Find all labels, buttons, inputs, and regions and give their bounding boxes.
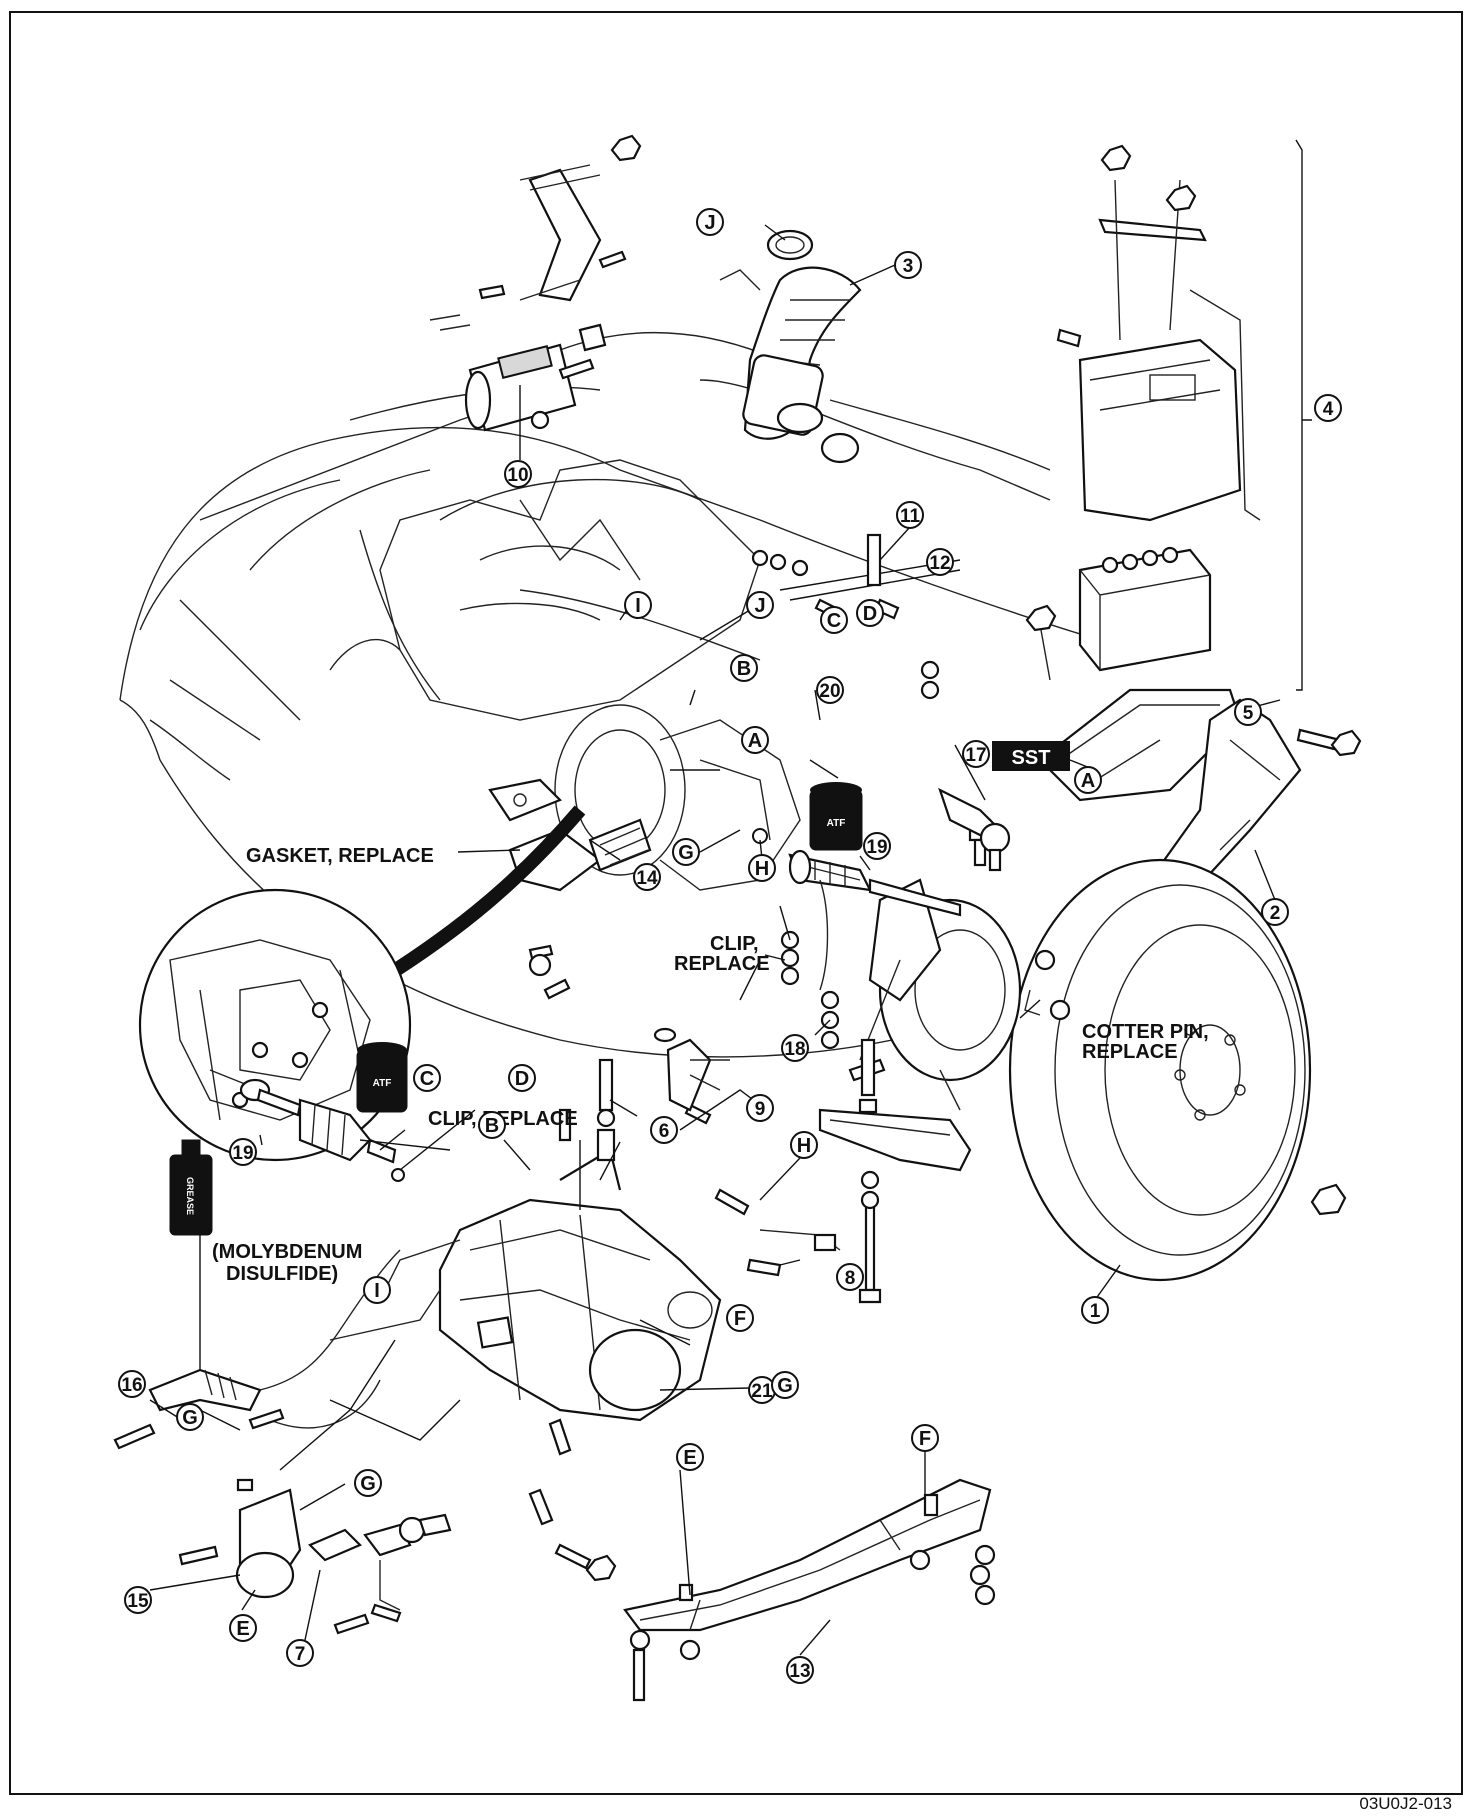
- clip-replace-label-1b: REPLACE: [674, 953, 770, 975]
- callout-19-upper: 19: [866, 837, 887, 858]
- ref-c-1: C: [827, 610, 841, 632]
- leader-lines: [149, 224, 1281, 1656]
- callout-16: 16: [121, 1375, 142, 1396]
- ref-a-2: A: [1081, 770, 1095, 792]
- figure-code: 03U0J2-013: [1359, 1794, 1452, 1813]
- callout-15: 15: [127, 1591, 149, 1612]
- air-intake-hose: [719, 229, 862, 464]
- ref-b-2: B: [485, 1115, 499, 1137]
- inset-detail: [138, 888, 412, 1162]
- part-number-callouts: 1 2 3 4 5 6 7 8 9 10 11 12 13 14 15 16 1…: [118, 251, 1342, 1684]
- callout-18: 18: [784, 1039, 805, 1060]
- cotter-pin-label-2: REPLACE: [1082, 1041, 1178, 1063]
- ref-e-1: E: [236, 1618, 249, 1640]
- speedometer-cables: [751, 533, 961, 620]
- callout-12: 12: [929, 553, 950, 574]
- callout-20: 20: [819, 681, 840, 702]
- transaxle-housing-installed: [554, 704, 801, 891]
- battery-assembly: [1056, 144, 1261, 672]
- ref-j-2: J: [754, 595, 765, 617]
- steering-knuckle-and-hub: [818, 818, 1071, 1304]
- callout-21: 21: [751, 1381, 773, 1402]
- battery-group-bracket: [1295, 139, 1312, 691]
- letter-reference-callouts: A A B B C C D D E E F F G G G G H H I I …: [176, 208, 1102, 1642]
- callout-17: 17: [965, 745, 986, 766]
- cotter-pin-label-1: COTTER PIN,: [1082, 1021, 1209, 1043]
- ref-c-2: C: [420, 1068, 434, 1090]
- wheel: [1008, 858, 1347, 1282]
- atf-can-lower: ATF: [356, 1042, 408, 1113]
- diagram-frame: [9, 11, 1463, 1795]
- ref-a-1: A: [748, 730, 762, 752]
- callout-2: 2: [1270, 903, 1281, 924]
- ref-h-1: H: [755, 858, 769, 880]
- callout-14: 14: [636, 868, 658, 889]
- clip-replace-label-1a: CLIP,: [710, 933, 759, 955]
- grease-can: GREASE: [169, 1139, 213, 1236]
- ref-h-2: H: [797, 1135, 811, 1157]
- misc-bolts: [528, 1027, 841, 1582]
- callout-8: 8: [845, 1268, 856, 1289]
- molybdenum-label-2: DISULFIDE): [226, 1263, 338, 1285]
- wire-harness: [308, 1513, 452, 1635]
- ref-g-4: G: [360, 1473, 376, 1495]
- callout-6: 6: [659, 1121, 670, 1142]
- callout-11: 11: [900, 506, 921, 527]
- ref-e-2: E: [683, 1447, 696, 1469]
- sst-text: SST: [1012, 747, 1051, 769]
- callout-9: 9: [755, 1099, 766, 1120]
- callout-13: 13: [789, 1661, 810, 1682]
- ref-g-3: G: [777, 1375, 793, 1397]
- callout-3: 3: [903, 256, 914, 277]
- atf-label-upper: ATF: [827, 818, 846, 829]
- ref-i-1: I: [635, 595, 641, 617]
- ref-g-2: G: [182, 1407, 198, 1429]
- inset-pointer: [376, 805, 586, 986]
- callout-19-lower: 19: [232, 1143, 253, 1164]
- atf-label-lower: ATF: [373, 1078, 392, 1089]
- ref-g-1: G: [678, 842, 694, 864]
- driveshaft-left: [209, 1069, 405, 1182]
- molybdenum-label-1: (MOLYBDENUM: [212, 1241, 362, 1263]
- engine-block: [329, 459, 761, 721]
- tie-rod-end: [938, 787, 1011, 872]
- front-exhaust-pipe: [488, 778, 652, 1000]
- callout-10: 10: [507, 465, 528, 486]
- atf-can-upper: ATF: [809, 782, 863, 851]
- ref-d-2: D: [515, 1068, 529, 1090]
- ref-f-2: F: [919, 1428, 931, 1450]
- driveshaft-right: [752, 828, 962, 917]
- sst-badge: SST: [992, 741, 1070, 771]
- callout-4: 4: [1323, 399, 1334, 420]
- callout-7: 7: [295, 1644, 306, 1665]
- grease-label: GREASE: [185, 1177, 195, 1215]
- transaxle-mount: [178, 1478, 302, 1599]
- lower-arm-bushings: [780, 879, 840, 1050]
- ref-d-1: D: [863, 603, 877, 625]
- ref-f-1: F: [734, 1308, 746, 1330]
- gasket-replace-label: GASKET, REPLACE: [246, 845, 434, 867]
- transaxle: [438, 1058, 722, 1456]
- starter-motor: [429, 134, 642, 432]
- callout-1: 1: [1090, 1301, 1101, 1322]
- ref-i-2: I: [374, 1280, 380, 1302]
- ref-b-1: B: [737, 658, 751, 680]
- ref-j-1: J: [704, 212, 715, 234]
- callout-5: 5: [1243, 703, 1254, 724]
